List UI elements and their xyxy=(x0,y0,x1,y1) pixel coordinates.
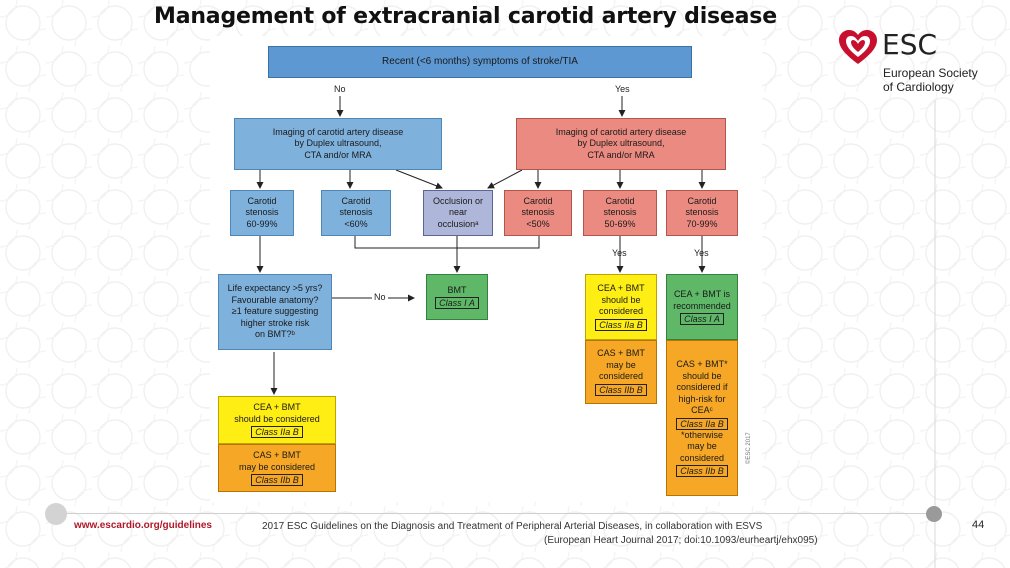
cas-line: considered if xyxy=(676,382,728,392)
yes-label-70-99: Yes xyxy=(694,248,709,258)
stenosis-line: <60% xyxy=(344,218,368,229)
logo-name-line1: European Society xyxy=(883,66,978,80)
footer-reference: 2017 ESC Guidelines on the Diagnosis and… xyxy=(262,520,922,548)
cas-line: considered xyxy=(679,452,725,463)
cas-line: considered xyxy=(598,371,644,382)
cea-70-99-class: Class I A xyxy=(680,313,724,325)
cas-50-69-box: CAS + BMT may be considered Class IIb B xyxy=(585,340,657,404)
cas-line: CAS + BMT* xyxy=(676,359,728,369)
heart-logo-icon xyxy=(839,30,877,64)
cas-line: *otherwise xyxy=(680,429,724,440)
footer-divider xyxy=(66,513,926,514)
imaging-box-no: Imaging of carotid artery disease by Dup… xyxy=(234,118,442,170)
bmt-class: Class I A xyxy=(435,297,479,310)
cas-70-99-box: CAS + BMT* should be considered if high-… xyxy=(666,340,738,496)
symptoms-box: Recent (<6 months) symptoms of stroke/TI… xyxy=(268,46,692,78)
stenosis-line: Carotid xyxy=(605,195,635,206)
stenosis-line: Carotid xyxy=(247,195,277,206)
occlusion-line: near xyxy=(448,207,467,218)
no-label-life: No xyxy=(372,292,388,302)
copyright-note: ©ESC 2017 xyxy=(746,432,752,464)
esc-logo: ESC European Society of Cardiology xyxy=(838,28,998,96)
cas-50-69-class: Class IIb B xyxy=(595,383,647,396)
yes-label: Yes xyxy=(615,84,630,94)
cas-line: should be xyxy=(682,370,722,381)
flowchart-connectors xyxy=(256,96,706,395)
footer-ref-line1: 2017 ESC Guidelines on the Diagnosis and… xyxy=(262,521,763,532)
bmt-line: BMT xyxy=(447,284,467,295)
imaging-line: Imaging of carotid artery disease xyxy=(272,126,404,137)
stenosis-70-99-box: Carotid stenosis 70-99% xyxy=(666,190,738,236)
stenosis-line: Carotid xyxy=(341,195,371,206)
logo-name-line2: of Cardiology xyxy=(883,80,954,94)
occlusion-line: Occlusion or xyxy=(432,195,484,206)
cas-line: may be xyxy=(687,441,717,451)
symptoms-label: Recent (<6 months) symptoms of stroke/TI… xyxy=(382,56,578,68)
yes-label-50-69: Yes xyxy=(612,248,627,258)
footer-dot-right xyxy=(926,506,942,522)
slide-title: Management of extracranial carotid arter… xyxy=(154,4,777,29)
guidelines-link[interactable]: www.escardio.org/guidelines xyxy=(74,520,212,531)
stenosis-line: 50-69% xyxy=(604,218,636,229)
flowchart: Recent (<6 months) symptoms of stroke/TI… xyxy=(210,36,762,502)
cea-left-box: CEA + BMT should be considered Class IIa… xyxy=(218,396,336,444)
stenosis-line: <50% xyxy=(526,218,550,229)
life-expectancy-box: Life expectancy >5 yrs? Favourable anato… xyxy=(218,274,332,350)
cas-70-99-class: Class IIa B xyxy=(676,417,728,430)
bmt-box: BMT Class I A xyxy=(426,274,488,320)
life-line: higher stroke risk xyxy=(240,317,310,328)
imaging-line: by Duplex ultrasound, xyxy=(294,138,382,149)
cas-line: CEAᶜ xyxy=(691,405,713,415)
cea-line: CEA + BMT is xyxy=(673,289,731,299)
cea-50-69-box: CEA + BMT should be considered Class IIa… xyxy=(585,274,657,340)
cea-left-class: Class IIa B xyxy=(251,426,303,438)
stenosis-line: 70-99% xyxy=(686,218,718,229)
stenosis-line: stenosis xyxy=(521,207,555,218)
life-line: Life expectancy >5 yrs? xyxy=(227,283,323,294)
logo-name: European Society of Cardiology xyxy=(883,66,1003,94)
cea-line: considered xyxy=(598,306,644,317)
stenosis-50-69-box: Carotid stenosis 50-69% xyxy=(583,190,657,236)
occlusion-line: occlusionᵃ xyxy=(437,218,479,229)
page-number: 44 xyxy=(972,519,985,531)
stenosis-line: stenosis xyxy=(603,207,637,218)
cea-line: recommended xyxy=(673,300,731,311)
imaging-line: CTA and/or MRA xyxy=(587,149,655,160)
cas-line: CAS + BMT xyxy=(597,348,645,359)
logo-acronym: ESC xyxy=(882,28,938,61)
imaging-line: CTA and/or MRA xyxy=(304,149,372,160)
cea-50-69-class: Class IIa B xyxy=(595,318,647,331)
cas-left-class: Class IIb B xyxy=(251,474,303,486)
cea-line: CEA + BMT xyxy=(253,402,301,412)
imaging-line: by Duplex ultrasound, xyxy=(577,138,665,149)
cea-line: should be considered xyxy=(234,413,320,424)
cas-line: may be considered xyxy=(238,461,316,472)
stenosis-lt50-box: Carotid stenosis <50% xyxy=(504,190,572,236)
stenosis-line: stenosis xyxy=(245,207,279,218)
cas-left-box: CAS + BMT may be considered Class IIb B xyxy=(218,444,336,492)
cea-line: CEA + BMT xyxy=(597,283,645,294)
life-line: ≥1 feature suggesting xyxy=(231,306,319,317)
occlusion-box: Occlusion or near occlusionᵃ xyxy=(423,190,493,236)
stenosis-line: 60-99% xyxy=(246,218,278,229)
footer-dot-left xyxy=(45,503,67,525)
stenosis-line: stenosis xyxy=(339,207,373,218)
stenosis-line: Carotid xyxy=(687,195,717,206)
cea-line: should be xyxy=(601,294,641,305)
stenosis-line: Carotid xyxy=(523,195,553,206)
cas-line: may be xyxy=(606,359,636,370)
life-line: Favourable anatomy? xyxy=(231,294,319,305)
cea-70-99-box: CEA + BMT is recommended Class I A xyxy=(666,274,738,340)
life-line: on BMT?ᵇ xyxy=(255,329,295,340)
footer-ref-line2: (European Heart Journal 2017; doi:10.109… xyxy=(544,535,818,546)
imaging-box-yes: Imaging of carotid artery disease by Dup… xyxy=(516,118,726,170)
stenosis-lt60-box: Carotid stenosis <60% xyxy=(321,190,391,236)
no-label: No xyxy=(334,84,346,94)
cas-line: CAS + BMT xyxy=(253,450,301,460)
imaging-line: Imaging of carotid artery disease xyxy=(555,126,687,137)
stenosis-line: stenosis xyxy=(685,207,719,218)
stenosis-60-99-box: Carotid stenosis 60-99% xyxy=(230,190,294,236)
cas-line: high-risk for xyxy=(678,393,726,404)
cas-70-99-class-2: Class IIb B xyxy=(676,465,728,477)
